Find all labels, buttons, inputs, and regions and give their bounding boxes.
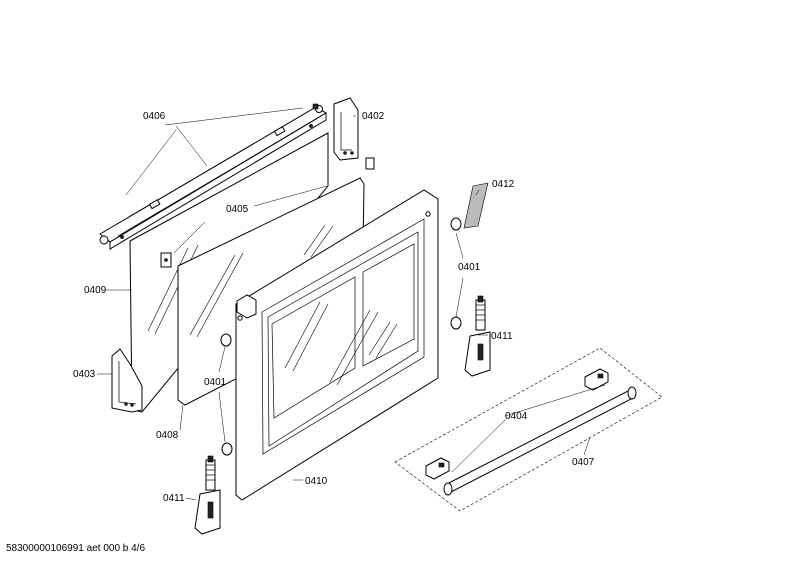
hinge-right-part: [464, 295, 491, 377]
callout-0409: 0409: [84, 285, 107, 296]
hinge-left-part: [194, 455, 221, 535]
handle-bar-part: [425, 368, 637, 496]
right-end-cap-part: [333, 97, 359, 161]
top-rail-part: [99, 103, 327, 250]
callout-0401-left: 0401: [204, 377, 227, 388]
document-reference: 58300000106991 aet 000 b 4/6: [6, 543, 145, 554]
callout-0412: 0412: [492, 179, 515, 190]
seal-strip-part: [463, 182, 489, 229]
callout-0410: 0410: [305, 476, 328, 487]
callout-0411-right: 0411: [491, 331, 513, 342]
callout-0401-right: 0401: [458, 262, 481, 273]
left-end-cap-part: [111, 348, 143, 413]
handle-assembly-outline: [394, 347, 663, 512]
callout-0402: 0402: [362, 111, 385, 122]
outer-door-frame-part: [235, 189, 439, 501]
callout-0406: 0406: [143, 111, 166, 122]
hinge-plug-parts: [220, 217, 462, 456]
callout-0404: 0404: [505, 411, 528, 422]
callout-0408: 0408: [156, 430, 179, 441]
callout-0405: 0405: [226, 204, 249, 215]
leader-lines: [97, 107, 606, 501]
callout-0403: 0403: [73, 369, 96, 380]
callout-0411-left: 0411: [163, 493, 185, 504]
callout-0407: 0407: [572, 457, 595, 468]
